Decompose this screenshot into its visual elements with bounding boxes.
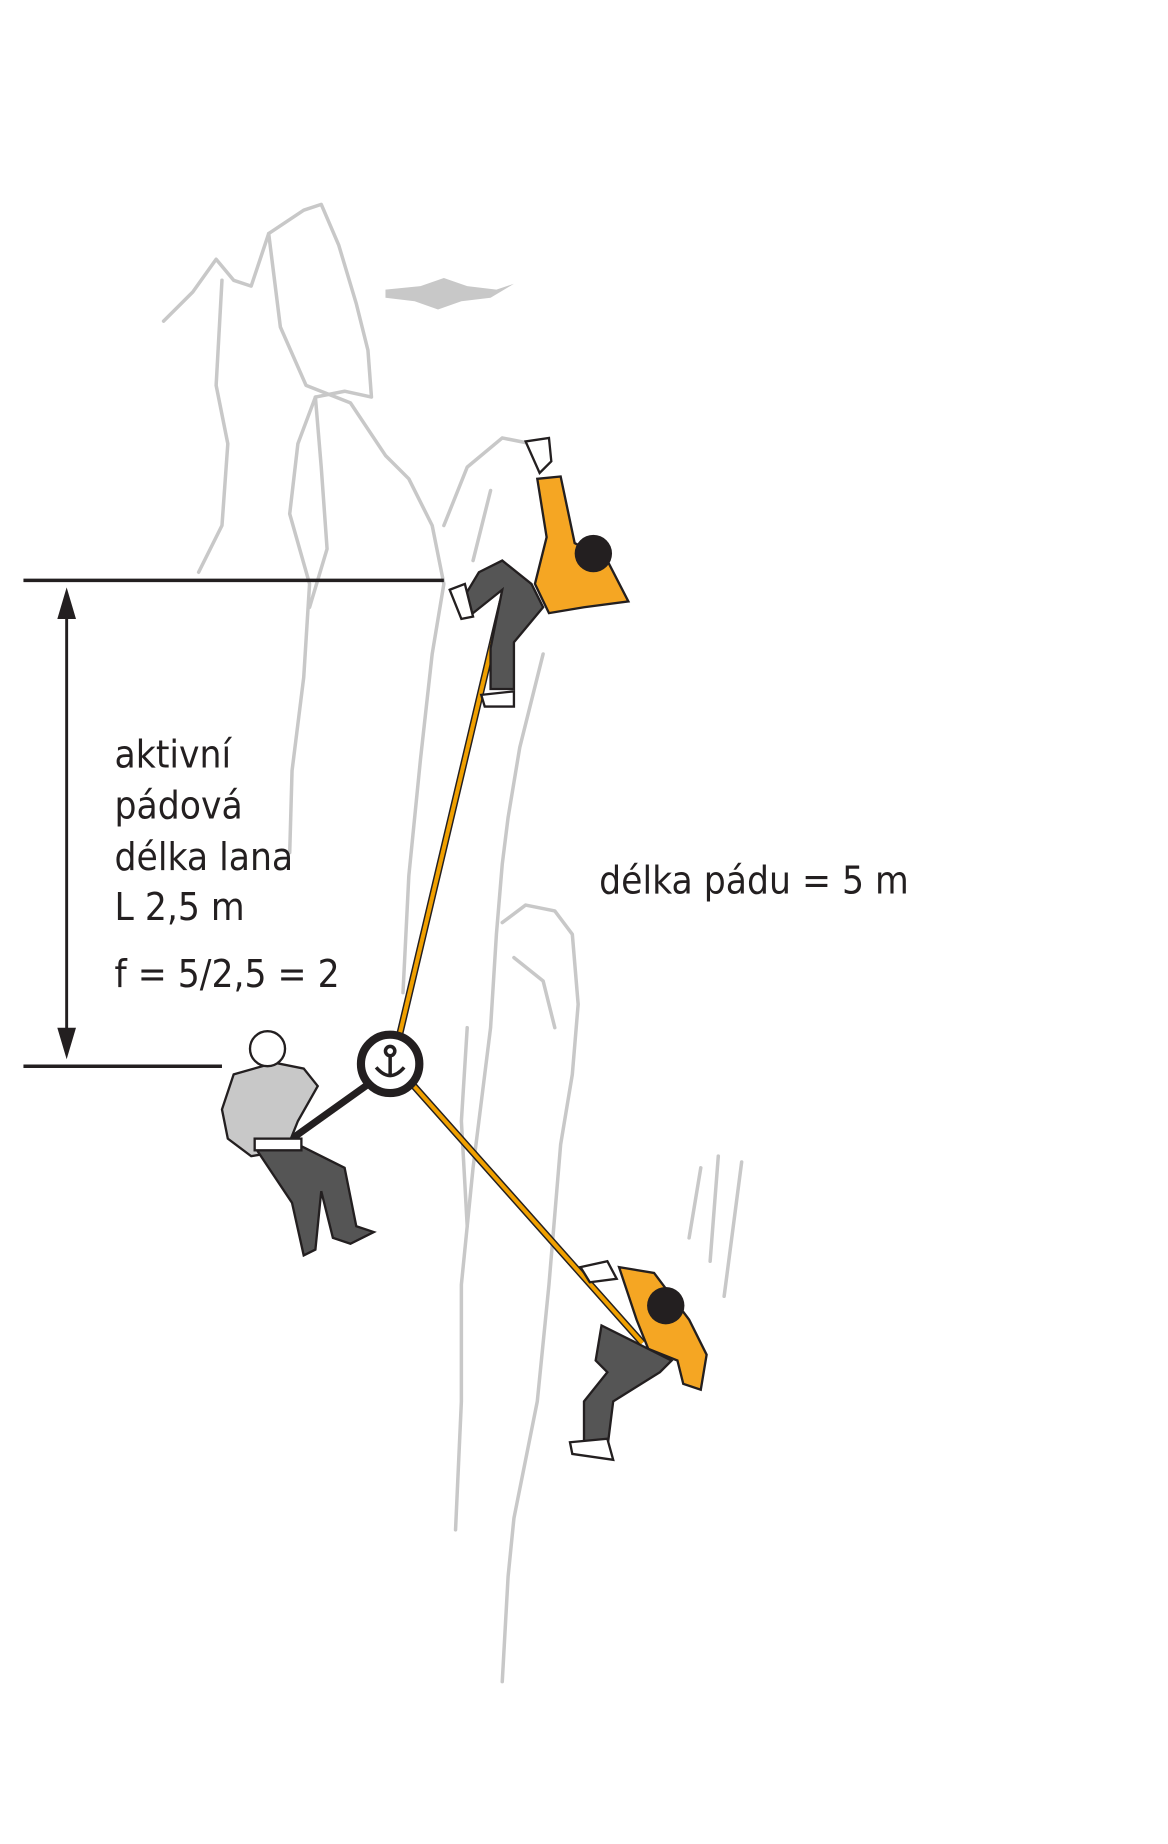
- active-label-line1: aktivní: [115, 732, 233, 777]
- active-label-line2: pádová: [115, 784, 243, 829]
- fall-factor-formula: f = 5/2,5 = 2: [115, 952, 340, 997]
- anchor-point: [356, 1030, 424, 1098]
- anchor-icon: [374, 1044, 406, 1078]
- climber-falling: [568, 1259, 708, 1462]
- climber-top: [448, 436, 631, 708]
- rock-background: [161, 202, 744, 1684]
- active-label-line3: délka lana: [115, 835, 294, 880]
- fall-length-label: délka pádu = 5 m: [599, 858, 909, 903]
- active-label-line4: L 2,5 m: [115, 885, 245, 930]
- measurement-arrow: [23, 578, 444, 1068]
- belayer: [220, 1030, 377, 1258]
- bird-icon: [385, 277, 514, 310]
- belay-rope: [290, 1077, 376, 1142]
